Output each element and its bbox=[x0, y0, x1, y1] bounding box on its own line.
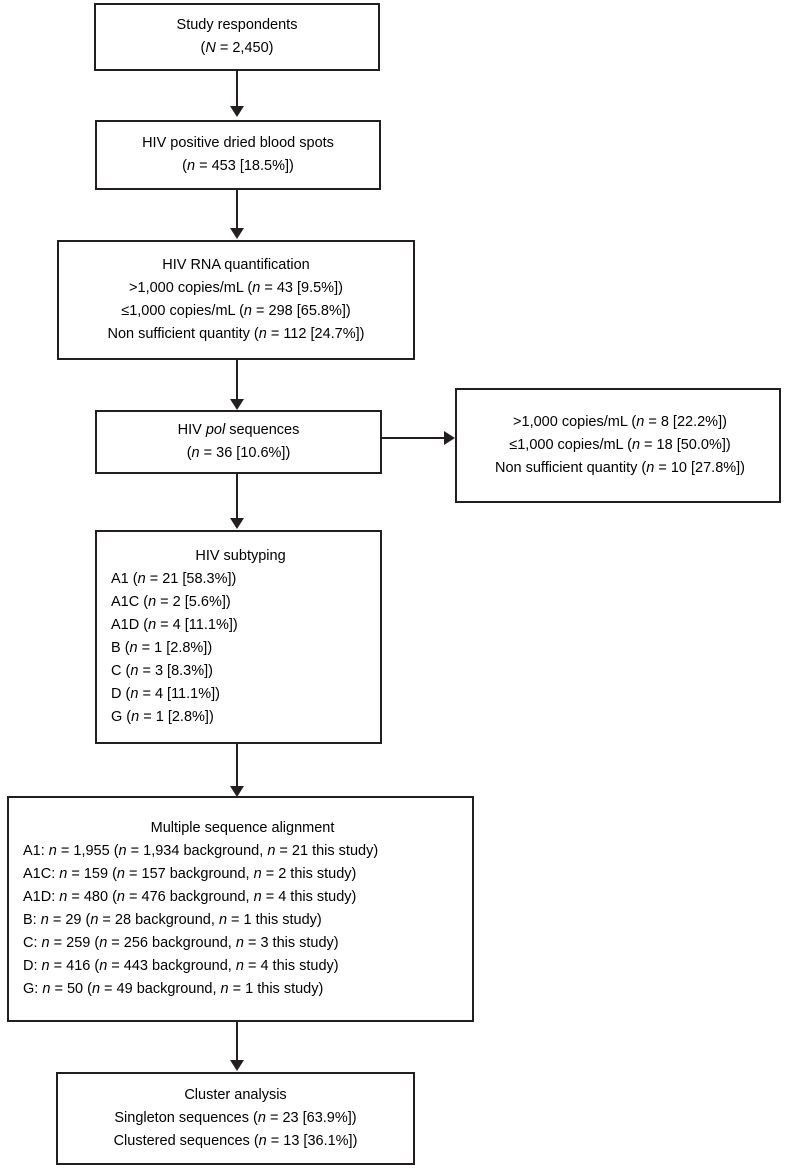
node-line: Study respondents bbox=[176, 17, 298, 33]
connector-rna-to-pol bbox=[236, 360, 238, 400]
node-study-respondents[interactable]: Study respondents (N = 2,450) bbox=[94, 3, 380, 71]
node-line: HIV pol sequences bbox=[177, 422, 300, 438]
node-title: HIV RNA quantification bbox=[162, 257, 310, 273]
node-line: D: n = 416 (n = 443 background, n = 4 th… bbox=[23, 958, 339, 974]
node-line: B (n = 1 [2.8%]) bbox=[111, 640, 213, 656]
node-hiv-positive-dried-blood-spots[interactable]: HIV positive dried blood spots (n = 453 … bbox=[95, 120, 381, 190]
connector-subtyping-to-msa bbox=[236, 744, 238, 787]
node-multiple-sequence-alignment[interactable]: Multiple sequence alignment A1: n = 1,95… bbox=[7, 796, 474, 1022]
arrowhead-down-icon bbox=[230, 228, 244, 239]
node-line: A1D: n = 480 (n = 476 background, n = 4 … bbox=[23, 889, 357, 905]
connector-respondents-to-dbs bbox=[236, 71, 238, 107]
arrowhead-right-icon bbox=[444, 431, 455, 445]
node-line: HIV positive dried blood spots bbox=[142, 135, 334, 151]
node-line: (n = 36 [10.6%]) bbox=[186, 445, 291, 461]
node-line: >1,000 copies/mL (n = 8 [22.2%]) bbox=[513, 414, 727, 430]
node-line: G (n = 1 [2.8%]) bbox=[111, 709, 214, 725]
node-line: (n = 453 [18.5%]) bbox=[182, 158, 294, 174]
connector-pol-to-side bbox=[382, 437, 445, 439]
connector-msa-to-cluster bbox=[236, 1022, 238, 1062]
node-sequenced-breakdown[interactable]: >1,000 copies/mL (n = 8 [22.2%]) ≤1,000 … bbox=[455, 388, 781, 503]
node-line: C (n = 3 [8.3%]) bbox=[111, 663, 213, 679]
node-hiv-rna-quantification[interactable]: HIV RNA quantification >1,000 copies/mL … bbox=[57, 240, 415, 360]
node-line: C: n = 259 (n = 256 background, n = 3 th… bbox=[23, 935, 339, 951]
connector-dbs-to-rna bbox=[236, 190, 238, 230]
arrowhead-down-icon bbox=[230, 518, 244, 529]
node-cluster-analysis[interactable]: Cluster analysis Singleton sequences (n … bbox=[56, 1072, 415, 1165]
node-line: B: n = 29 (n = 28 background, n = 1 this… bbox=[23, 912, 322, 928]
node-line: ≤1,000 copies/mL (n = 298 [65.8%]) bbox=[121, 303, 351, 319]
node-line: A1: n = 1,955 (n = 1,934 background, n =… bbox=[23, 843, 379, 859]
arrowhead-down-icon bbox=[230, 106, 244, 117]
node-line: D (n = 4 [11.1%]) bbox=[111, 686, 220, 702]
connector-pol-to-subtyping bbox=[236, 474, 238, 519]
node-line: A1 (n = 21 [58.3%]) bbox=[111, 571, 237, 587]
node-line: G: n = 50 (n = 49 background, n = 1 this… bbox=[23, 981, 324, 997]
node-line: Singleton sequences (n = 23 [63.9%]) bbox=[114, 1110, 357, 1126]
node-hiv-pol-sequences[interactable]: HIV pol sequences (n = 36 [10.6%]) bbox=[95, 410, 382, 474]
node-line: Non sufficient quantity (n = 112 [24.7%]… bbox=[107, 326, 365, 342]
node-line: Non sufficient quantity (n = 10 [27.8%]) bbox=[494, 460, 746, 476]
node-hiv-subtyping[interactable]: HIV subtyping A1 (n = 21 [58.3%]) A1C (n… bbox=[95, 530, 382, 744]
node-line: ≤1,000 copies/mL (n = 18 [50.0%]) bbox=[509, 437, 731, 453]
node-line: A1D (n = 4 [11.1%]) bbox=[111, 617, 238, 633]
arrowhead-down-icon bbox=[230, 1060, 244, 1071]
node-line: Clustered sequences (n = 13 [36.1%]) bbox=[113, 1133, 358, 1149]
node-title: HIV subtyping bbox=[195, 548, 286, 564]
arrowhead-down-icon bbox=[230, 399, 244, 410]
arrowhead-down-icon bbox=[230, 786, 244, 797]
node-line: >1,000 copies/mL (n = 43 [9.5%]) bbox=[129, 280, 343, 296]
node-title: Multiple sequence alignment bbox=[150, 820, 335, 836]
node-line: A1C: n = 159 (n = 157 background, n = 2 … bbox=[23, 866, 357, 882]
node-title: Cluster analysis bbox=[184, 1087, 287, 1103]
node-line: (N = 2,450) bbox=[200, 40, 274, 56]
node-line: A1C (n = 2 [5.6%]) bbox=[111, 594, 231, 610]
